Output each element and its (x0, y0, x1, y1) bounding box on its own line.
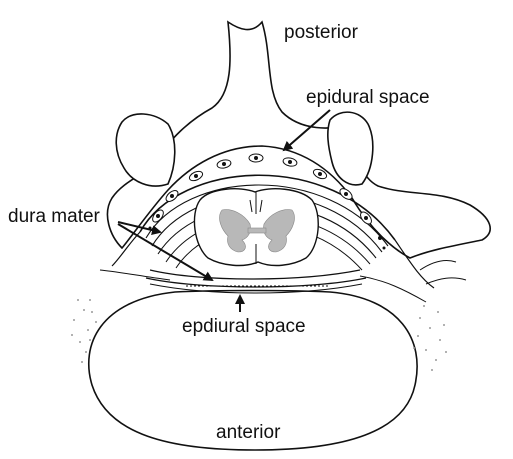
label-epidural-space-top: epidural space (306, 87, 430, 108)
label-epidural-space-bottom: epdiural space (182, 316, 306, 337)
label-anterior: anterior (216, 422, 281, 443)
left-transverse-process (116, 114, 175, 186)
label-posterior: posterior (284, 22, 359, 43)
label-dura-mater: dura mater (8, 206, 101, 227)
anterior-dural-lines (146, 270, 366, 293)
